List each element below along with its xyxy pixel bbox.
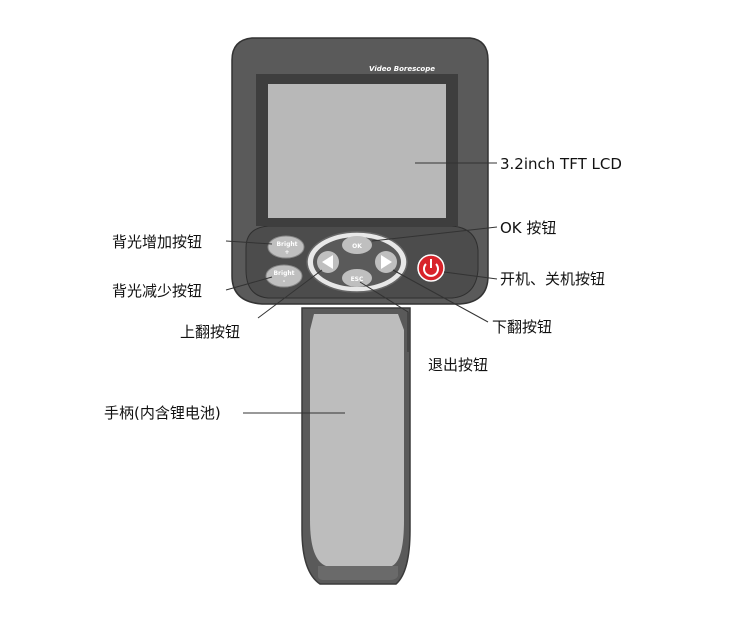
power-button[interactable] (417, 254, 445, 282)
page-down-button[interactable] (375, 251, 397, 273)
brightness-down-text: Bright (273, 270, 294, 277)
leader-brightness-up (225, 240, 273, 245)
handle (301, 307, 411, 585)
label-handle: 手柄(内含锂电池) (104, 404, 221, 422)
label-ok-button: OK 按钮 (500, 219, 556, 237)
leader-page-up (257, 269, 323, 319)
label-exit: 退出按钮 (428, 356, 488, 374)
dpad (306, 231, 408, 293)
lcd-screen (256, 74, 458, 226)
right-arrow-icon (381, 255, 392, 269)
brightness-down-button[interactable]: Bright - (265, 264, 303, 288)
brightness-up-text: Bright (276, 241, 297, 248)
ok-button[interactable]: OK (342, 236, 372, 254)
brightness-up-button[interactable]: Bright + (267, 235, 305, 259)
label-page-up: 上翻按钮 (180, 323, 240, 341)
leader-exit (359, 281, 409, 352)
label-brightness-down: 背光减少按钮 (112, 282, 202, 300)
brand-text: Video Borescope (369, 65, 435, 73)
brightness-up-sign: + (284, 249, 289, 256)
power-icon (423, 259, 439, 277)
brightness-down-sign: - (283, 278, 286, 285)
leader-brightness-down (225, 276, 273, 291)
label-power: 开机、关机按钮 (500, 270, 605, 288)
esc-text: ESC (351, 276, 364, 283)
esc-button[interactable]: ESC (342, 269, 372, 287)
label-page-down: 下翻按钮 (492, 318, 552, 336)
left-arrow-icon (322, 255, 333, 269)
label-lcd: 3.2inch TFT LCD (500, 155, 622, 173)
leader-page-down (392, 269, 489, 323)
page-up-button[interactable] (317, 251, 339, 273)
leader-ok (371, 226, 498, 242)
label-brightness-up: 背光增加按钮 (112, 233, 202, 251)
ok-text: OK (352, 243, 362, 250)
leader-power (443, 271, 498, 280)
